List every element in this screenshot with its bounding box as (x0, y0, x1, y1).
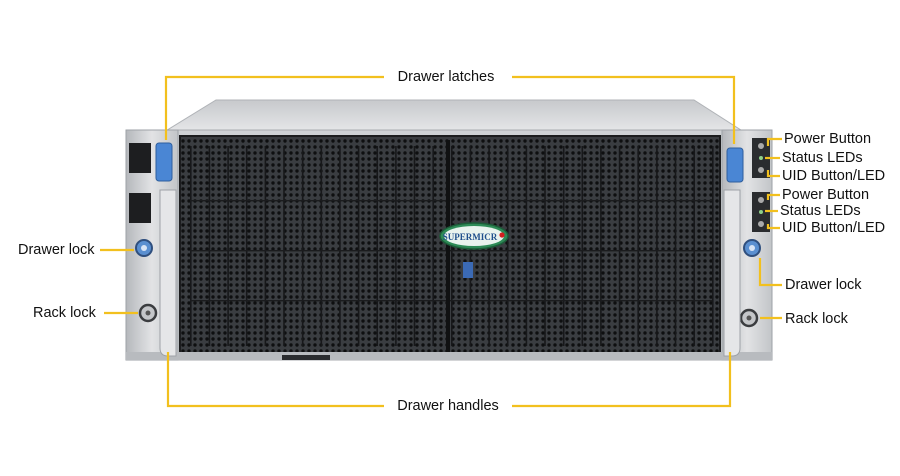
bay-divider (600, 146, 602, 346)
callout-line-right-drawer-lock (758, 258, 782, 287)
bay-divider (208, 146, 211, 346)
label-upper-power-button: Power Button (784, 131, 872, 147)
bay-divider (618, 146, 621, 346)
callout-line-latch-left (164, 75, 384, 140)
status-led-upper (759, 156, 763, 160)
callout-line-handle-left (166, 352, 384, 408)
callout-line-latch-right (512, 75, 736, 144)
label-drawer-handles: Drawer handles (397, 398, 499, 414)
bay-divider (637, 146, 639, 346)
bay-divider (264, 146, 267, 346)
bay-row-divider (190, 250, 712, 252)
right-drawer-latch[interactable] (726, 147, 744, 183)
bay-divider (357, 146, 360, 346)
status-led-lower (759, 210, 763, 214)
callout-line-handle-right (512, 352, 732, 408)
uid-button-upper[interactable] (758, 167, 764, 173)
bay-divider (227, 146, 229, 346)
callout-line-upper-power (766, 137, 782, 146)
callout-lines (100, 75, 782, 408)
bay-divider (562, 146, 565, 346)
bay-divider (656, 146, 658, 346)
label-right-drawer-lock: Drawer lock (785, 277, 862, 293)
bay-divider (525, 146, 528, 346)
bay-divider (245, 146, 248, 346)
bay-row-divider (190, 300, 712, 302)
bay-row-divider (190, 200, 712, 202)
callout-line-lower-power (766, 193, 780, 200)
supermicro-logo: SUPERMICR (439, 222, 509, 250)
label-right-rack-lock: Rack lock (785, 311, 848, 327)
bay-divider (339, 146, 341, 346)
label-lower-uid: UID Button/LED (782, 220, 886, 236)
drive-bays (190, 140, 714, 352)
left-slot-lower (129, 193, 151, 223)
bay-divider (320, 146, 323, 346)
label-upper-uid: UID Button/LED (782, 168, 886, 184)
bay-divider (432, 146, 434, 346)
bay-divider (190, 146, 192, 346)
bay-divider (712, 146, 714, 346)
bay-divider (376, 146, 378, 346)
center-divider (446, 140, 450, 352)
bay-divider (283, 146, 285, 346)
callout-line-upper-uid (766, 170, 780, 178)
label-left-rack-lock: Rack lock (33, 305, 96, 321)
bay-divider (395, 146, 397, 346)
bay-divider (674, 146, 677, 346)
bay-divider (413, 146, 416, 346)
bay-divider (544, 146, 546, 346)
label-drawer-latches: Drawer latches (397, 69, 495, 85)
center-indicator (463, 262, 473, 278)
logo-text: SUPERMICR (443, 232, 498, 242)
callout-line-lower-uid (766, 224, 780, 230)
front-tab (282, 355, 330, 360)
label-upper-status-leds: Status LEDs (782, 150, 863, 166)
bay-divider (506, 146, 509, 346)
left-drawer-latch[interactable] (155, 142, 173, 182)
power-button-lower[interactable] (758, 197, 764, 203)
right-drawer-handle[interactable] (723, 189, 741, 357)
left-drawer-handle[interactable] (159, 189, 177, 357)
left-slot-upper (129, 143, 151, 173)
bay-divider (581, 146, 584, 346)
bay-divider (693, 146, 695, 346)
uid-button-lower[interactable] (758, 221, 764, 227)
bay-divider (301, 146, 304, 346)
chassis-top-cover (162, 99, 746, 133)
label-lower-status-leds: Status LEDs (780, 203, 861, 219)
chassis-bottom (126, 352, 772, 360)
label-lower-power-button: Power Button (782, 187, 870, 203)
label-left-drawer-lock: Drawer lock (18, 242, 95, 258)
power-button-upper[interactable] (758, 143, 764, 149)
